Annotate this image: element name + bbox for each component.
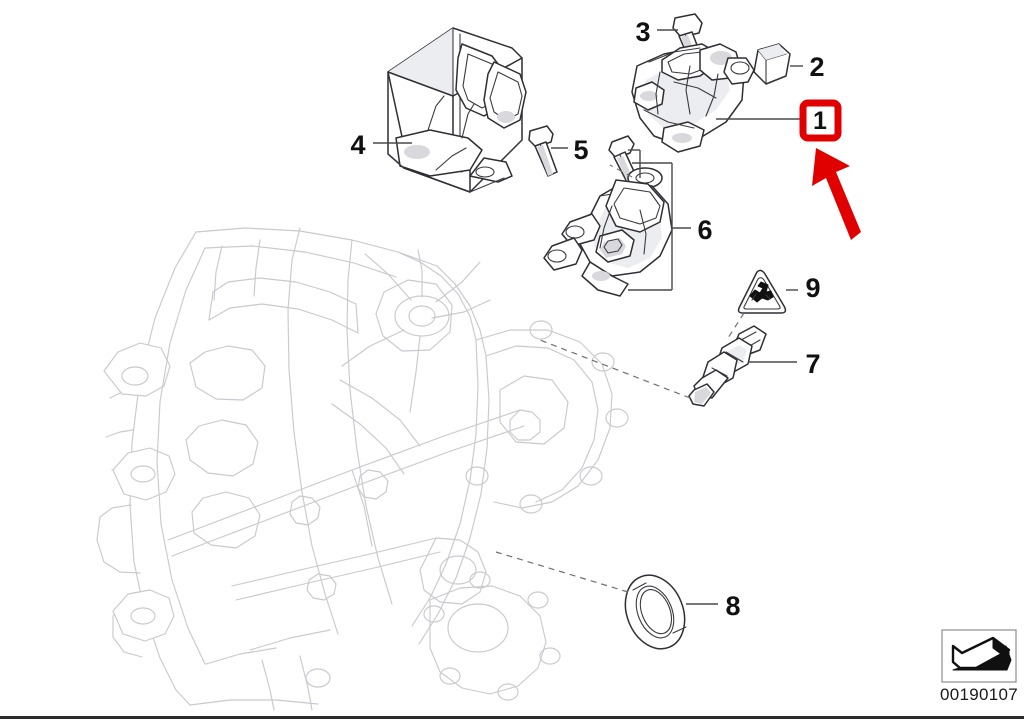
part-1-shift-lever-bracket bbox=[631, 43, 755, 153]
callout-6-number: 6 bbox=[697, 215, 712, 245]
callout-4-number: 4 bbox=[350, 130, 365, 160]
callout-7-number: 7 bbox=[805, 349, 820, 379]
callout-9-number: 9 bbox=[805, 273, 820, 303]
leader-lines bbox=[373, 29, 803, 605]
part-6-selector-lever bbox=[543, 135, 673, 297]
part-number-text: 00190107 bbox=[940, 685, 1018, 704]
callout-1-highlight-box bbox=[799, 99, 842, 142]
callout-2-number: 2 bbox=[809, 52, 824, 82]
transmission-housing-ghost bbox=[96, 227, 629, 711]
callout-3-number: 3 bbox=[635, 17, 650, 47]
callout-5-number: 5 bbox=[573, 135, 588, 165]
part-5-hex-bolt bbox=[528, 125, 558, 177]
callout-8-number: 8 bbox=[725, 591, 740, 621]
red-pointer-arrow bbox=[812, 148, 861, 240]
part-4-support-bracket bbox=[387, 27, 527, 193]
part-2-rubber-bushing bbox=[753, 43, 791, 85]
part-9-warning-triangle bbox=[737, 269, 787, 314]
part-7-reverse-light-switch bbox=[688, 325, 767, 407]
callout-numbers: 1 2 3 4 5 6 7 8 9 bbox=[350, 17, 842, 621]
part-number-stamp: 00190107 bbox=[940, 629, 1018, 704]
part-8-seal-ring bbox=[624, 574, 687, 650]
callout-1-number: 1 bbox=[813, 107, 827, 135]
